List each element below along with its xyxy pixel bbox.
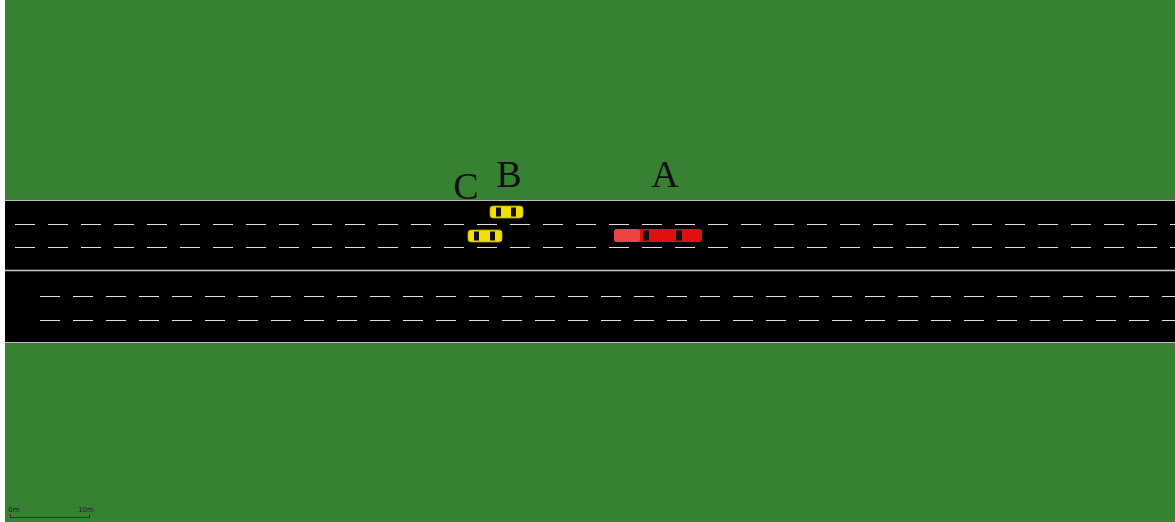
scale-tick (10, 514, 11, 518)
car-window (490, 232, 495, 241)
car-body (614, 229, 702, 242)
car-b (490, 206, 523, 218)
lane-dash-line (15, 247, 1175, 248)
vehicle-label: C (453, 167, 478, 205)
scale-bar (10, 514, 90, 518)
vehicle-label: A (651, 155, 678, 193)
car-body (490, 206, 523, 218)
car-blur (614, 229, 640, 242)
car-window (643, 231, 649, 241)
left-margin (0, 0, 5, 522)
road (5, 200, 1175, 343)
lane-dashes (15, 225, 1175, 321)
road-edge (5, 200, 1175, 201)
car-window (676, 231, 682, 241)
car-c (468, 230, 502, 242)
vehicle-label: B (496, 155, 521, 193)
lane-dash-line (40, 296, 1175, 297)
scale-label: 0m (8, 507, 19, 514)
road-edge (5, 342, 1175, 343)
median-line (5, 270, 1175, 272)
car-a (614, 229, 702, 242)
car-body (468, 230, 502, 242)
lane-dash-line (15, 224, 1175, 225)
scale-line (10, 517, 90, 518)
car-window (474, 232, 479, 241)
scale-label: 10m (78, 507, 94, 514)
car-window (496, 208, 501, 217)
scale-tick (89, 514, 90, 518)
lane-dash-line (40, 320, 1175, 321)
car-window (511, 208, 516, 217)
